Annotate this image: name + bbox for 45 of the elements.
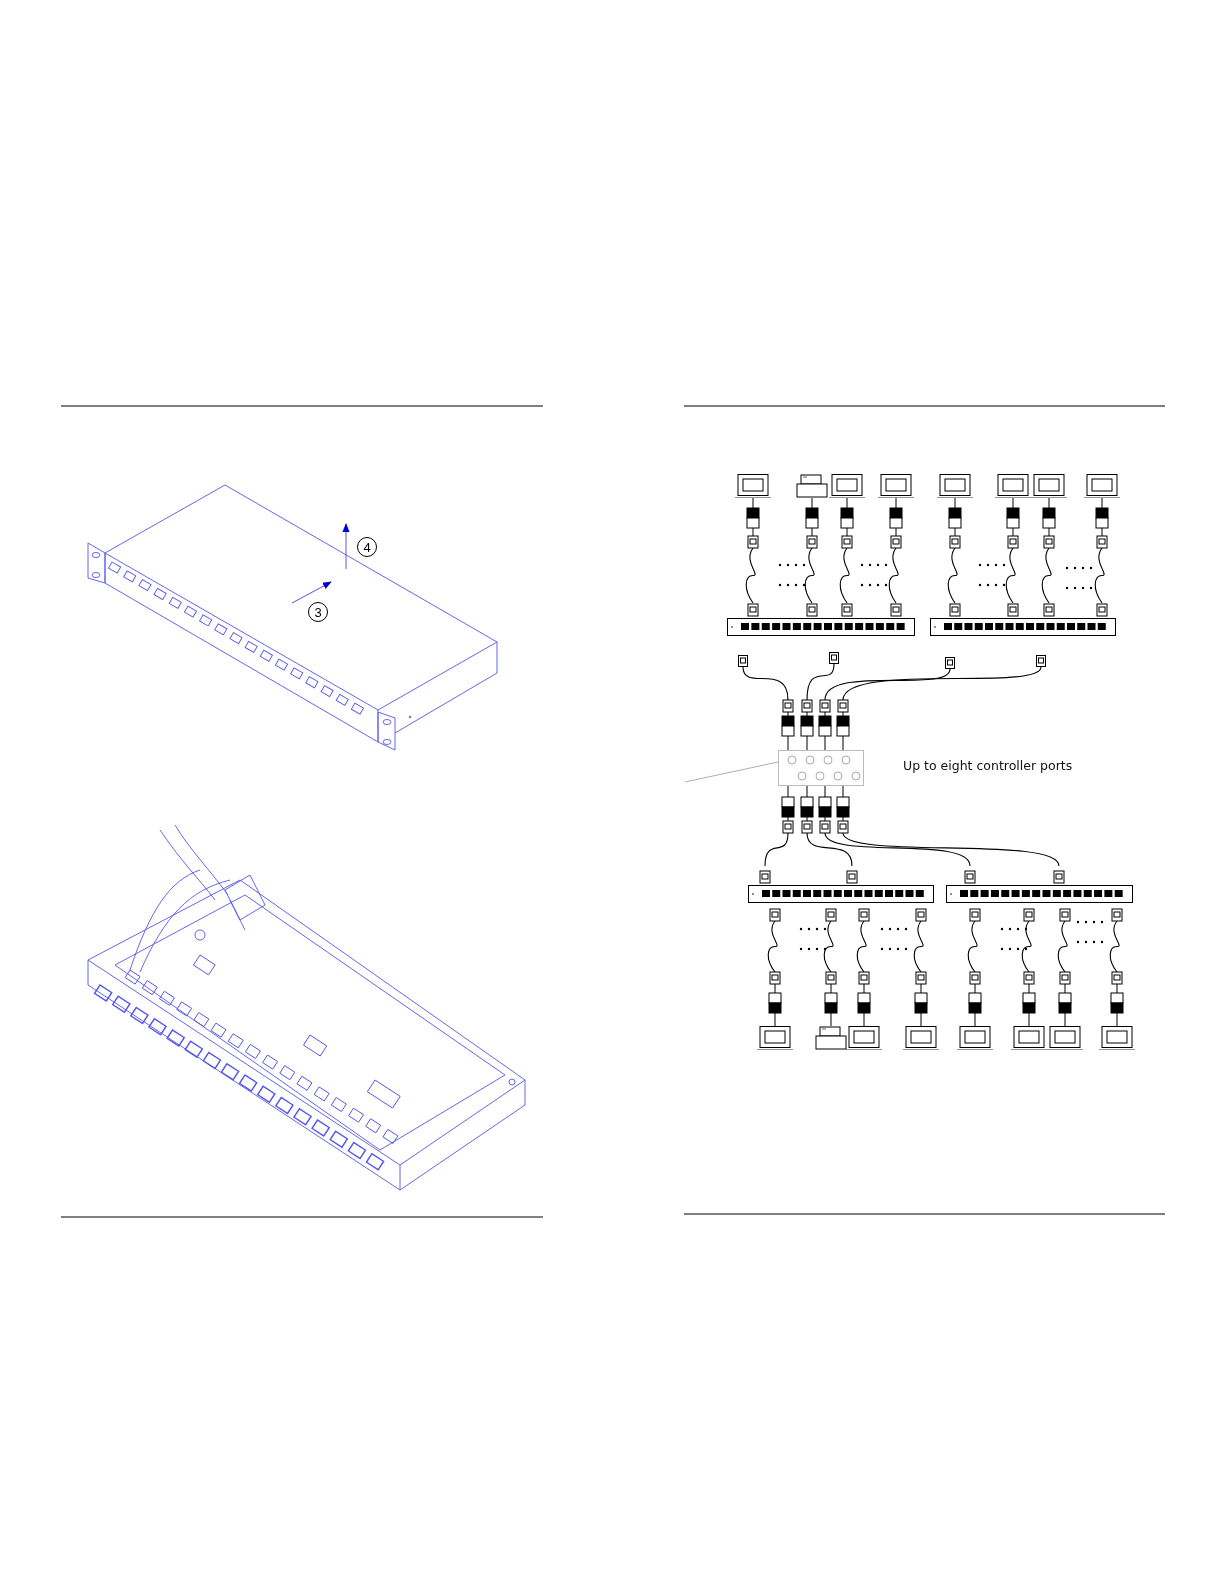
cable [967, 920, 978, 973]
cable [842, 666, 1042, 701]
leader-line [684, 761, 779, 783]
cable-plug [738, 655, 748, 667]
cable [806, 663, 835, 701]
printer [815, 972, 847, 1050]
cable [823, 920, 834, 973]
hub-unit [727, 603, 915, 635]
note-text: Up to eight controller ports [903, 757, 1074, 774]
computer-terminal [905, 972, 937, 1050]
computer-terminal [1013, 972, 1045, 1050]
cable [806, 832, 853, 867]
computer-terminal [831, 474, 863, 548]
computer-terminal [939, 474, 971, 548]
cable [842, 832, 1060, 867]
cable [742, 666, 789, 701]
computer-terminal [848, 972, 880, 1050]
callout-number: 4 [357, 537, 377, 557]
cable [824, 668, 951, 701]
cable-plug [945, 657, 955, 669]
computer-terminal [759, 972, 791, 1050]
callout-number: 3 [308, 602, 328, 622]
controller-port-panel [778, 700, 864, 833]
cable [764, 832, 789, 867]
computer-terminal [1086, 474, 1118, 548]
computer-terminal [880, 474, 912, 548]
cable [856, 920, 867, 973]
cable [824, 832, 971, 867]
cable-plug [829, 652, 839, 664]
computer-terminal [737, 474, 769, 548]
cable [767, 920, 778, 973]
printer [796, 474, 828, 548]
computer-terminal [959, 972, 991, 1050]
cable [1005, 547, 1016, 604]
cable-plug [1036, 655, 1046, 667]
cable [1057, 920, 1068, 973]
hub-unit [930, 603, 1116, 635]
computer-terminal [1033, 474, 1065, 548]
computer-terminal [997, 474, 1029, 548]
cable [1109, 920, 1120, 973]
computer-terminal [1101, 972, 1133, 1050]
computer-terminal [1049, 972, 1081, 1050]
cable [804, 547, 815, 604]
cable [913, 920, 924, 973]
cable [1021, 920, 1032, 973]
